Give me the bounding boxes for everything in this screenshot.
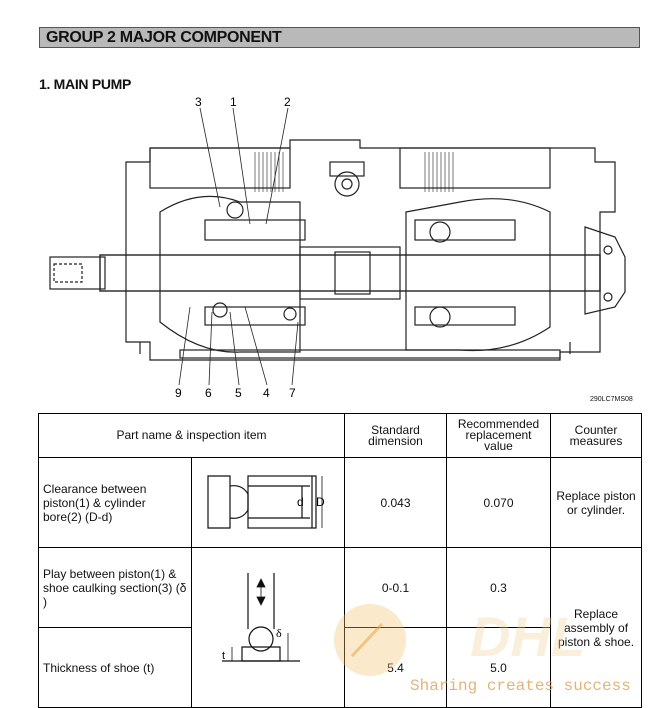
sketch-label-D: D <box>316 495 325 509</box>
watermark-text: Sharing creates success <box>410 677 631 695</box>
callout-7: 7 <box>289 386 296 400</box>
callout-4: 4 <box>263 386 270 400</box>
piston-shoe-sketch-svg: δ t <box>222 573 300 662</box>
group-title: GROUP 2 MAJOR COMPONENT <box>46 29 282 46</box>
header-part: Part name & inspection item <box>37 413 346 458</box>
header-counter: Counter measures <box>550 413 643 458</box>
inspection-table: Part name & inspection item Standard dim… <box>37 413 643 708</box>
row3-item: Thickness of shoe (t) <box>38 627 192 708</box>
callout-9: 9 <box>175 386 182 400</box>
row1-standard: 0.043 <box>344 457 448 548</box>
section-title: 1. MAIN PUMP <box>39 76 132 92</box>
row2-item: Play between piston(1) & shoe caulking s… <box>38 547 192 628</box>
row2-standard: 0-0.1 <box>344 547 448 628</box>
callout-5: 5 <box>235 386 242 400</box>
table-row: Play between piston(1) & shoe caulking s… <box>38 547 643 708</box>
drawing-code: 290LC7MS08 <box>590 396 633 403</box>
callout-6: 6 <box>205 386 212 400</box>
main-pump-drawing: 3 1 2 9 6 5 4 7 <box>49 95 626 400</box>
piston-shoe-sketch: δ t <box>190 547 346 708</box>
group-header-bar: GROUP 2 MAJOR COMPONENT <box>39 27 640 48</box>
header-standard: Standard dimension <box>344 413 448 458</box>
row1-counter: Replace piston or cylinder. <box>550 457 643 548</box>
row1-recommended: 0.070 <box>446 457 552 548</box>
callout-1: 1 <box>230 95 237 109</box>
table-row: Clearance between piston(1) & cylinder b… <box>38 457 643 548</box>
table-header-row: Part name & inspection item Standard dim… <box>37 413 643 458</box>
header-recommended: Recommended replacement value <box>446 413 552 458</box>
row1-item: Clearance between piston(1) & cylinder b… <box>38 457 192 548</box>
row3-standard: 5.4 <box>344 627 448 708</box>
piston-bore-sketch-svg: d D <box>207 475 325 529</box>
sketch-label-t: t <box>222 650 225 662</box>
row3-recommended: 5.0 <box>446 627 552 708</box>
sketch-label-delta: δ <box>276 626 282 640</box>
piston-bore-sketch: d D <box>190 457 346 548</box>
callout-2: 2 <box>284 95 291 109</box>
sketch-label-d: d <box>297 495 304 509</box>
row2-recommended: 0.3 <box>446 547 552 628</box>
callout-3: 3 <box>195 95 202 109</box>
